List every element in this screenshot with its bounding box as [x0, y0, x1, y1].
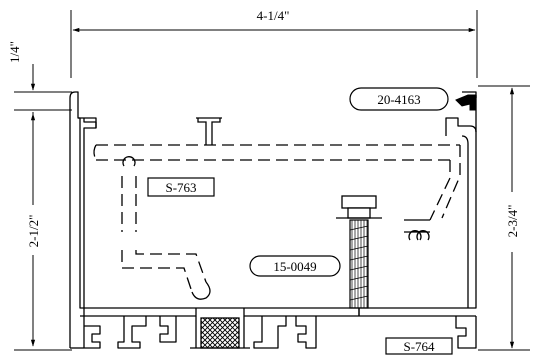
- dimension-right-height: 2-3/4": [478, 85, 530, 351]
- snap-clip: [404, 219, 430, 241]
- callout-interior-profile: S-763: [147, 177, 215, 197]
- callout-gasket-20-4163: 20-4163: [349, 87, 449, 111]
- callout-base-profile: S-764: [385, 337, 453, 355]
- callout-base-profile-label: S-764: [403, 339, 435, 354]
- left-height-label: 2-1/2": [26, 215, 41, 248]
- interior-profile-dashed: [93, 144, 461, 293]
- dimension-left-height: 2-1/2": [14, 113, 72, 351]
- overall-width-label: 4-1/4": [257, 8, 290, 23]
- screw-fastener: [336, 195, 382, 316]
- callout-gasket-label: 20-4163: [377, 92, 420, 107]
- top-gasket: [455, 94, 477, 111]
- top-offset-label: 1/4": [7, 41, 22, 63]
- callout-screw-label: 15-0049: [273, 259, 316, 274]
- profile-hook: [122, 156, 211, 300]
- dimension-overall-width: 4-1/4": [70, 8, 478, 78]
- dimension-top-offset: 1/4": [7, 41, 72, 125]
- right-height-label: 2-3/4": [505, 205, 520, 238]
- bottom-gasket: [200, 317, 240, 349]
- callout-screw: 15-0049: [249, 255, 341, 277]
- callout-interior-profile-label: S-763: [165, 180, 196, 195]
- t-fin: [196, 117, 222, 145]
